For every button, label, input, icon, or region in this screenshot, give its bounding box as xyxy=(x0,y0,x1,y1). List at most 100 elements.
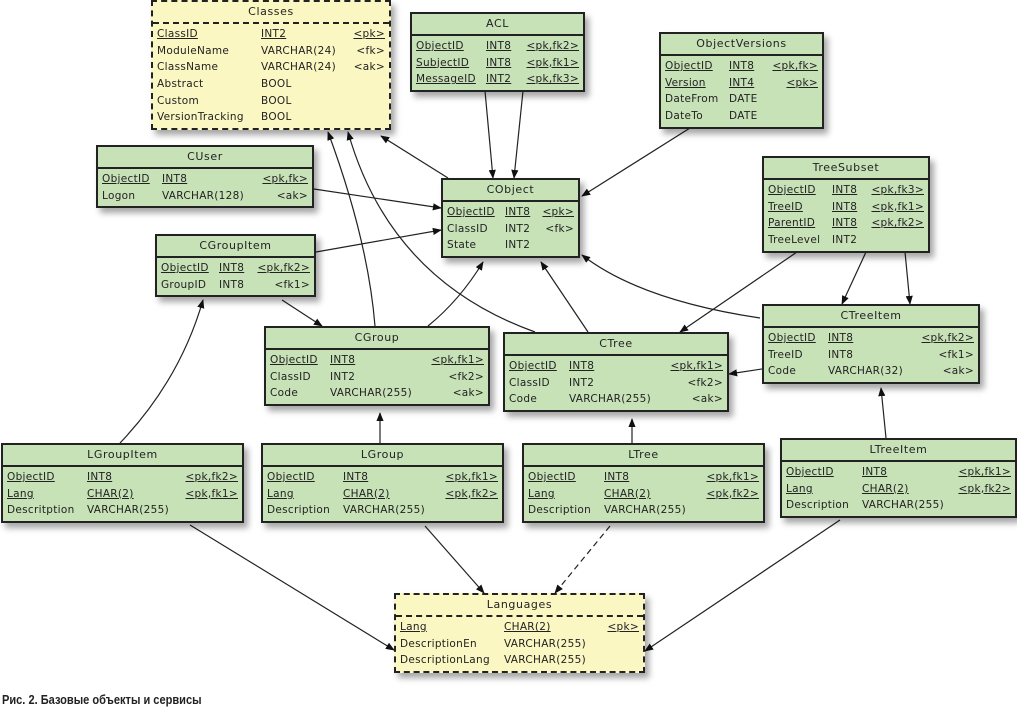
column-key: <pk,fk2> xyxy=(445,487,498,500)
relationship-ctree-to-classes xyxy=(346,131,536,333)
column-name: SubjectID xyxy=(416,56,470,69)
column-name: Descritption xyxy=(7,504,75,517)
relationship-acl-to-cobject xyxy=(511,90,524,179)
column-name: ObjectID xyxy=(665,60,713,72)
column-name: DescriptionLang xyxy=(400,654,490,667)
column-name: ClassID xyxy=(270,370,311,383)
relationship-ltree-to-ctree xyxy=(878,387,887,439)
column-name: ClassID xyxy=(447,222,488,235)
column-name: MessageID xyxy=(416,73,476,86)
column-type: INT4 xyxy=(729,76,755,89)
column-key: <ak> xyxy=(353,61,385,74)
column-name: ClassID xyxy=(157,28,198,40)
column-name: ModuleName xyxy=(157,44,230,57)
column-key: <pk,fk3> xyxy=(526,73,579,86)
column-type: INT8 xyxy=(832,217,858,230)
column-type: INT8 xyxy=(219,278,245,291)
relationship-cuser-to-cobject xyxy=(313,188,442,211)
column-key: <pk> xyxy=(353,28,385,40)
column-key: <pk,fk2> xyxy=(185,471,238,483)
column-type: VARCHAR(255) xyxy=(504,637,587,650)
column-key: <pk,fk1> xyxy=(958,466,1011,478)
column-type: DATE xyxy=(729,93,758,106)
column-type: INT2 xyxy=(330,370,356,383)
column-type: VARCHAR(255) xyxy=(862,499,945,512)
column-name: TreeID xyxy=(768,348,803,361)
column-type: INT8 xyxy=(87,471,113,483)
column-key: <pk,fk2> xyxy=(958,482,1011,495)
column-name: Lang xyxy=(400,621,427,633)
entity-title: CTree xyxy=(505,334,727,356)
relationship-treesubset-to-ctree xyxy=(679,251,798,333)
column-type: INT8 xyxy=(729,60,755,72)
column-type: INT2 xyxy=(569,376,595,389)
column-name: TreeLevel xyxy=(768,234,821,247)
column-type: BOOL xyxy=(261,111,292,124)
column-key: <pk> xyxy=(542,206,574,218)
column-type: VARCHAR(32) xyxy=(828,365,904,378)
column-type: VARCHAR(255) xyxy=(569,393,652,406)
entity-title: LGroup xyxy=(263,445,502,467)
column-name: Lang xyxy=(528,487,555,500)
entity-title: ObjectVersions xyxy=(661,34,822,56)
column-key: <pk,fk2> xyxy=(257,262,310,274)
column-name: Custom xyxy=(157,94,200,107)
relationship-cgroup-to-classes xyxy=(327,131,376,327)
column-key: <fk2> xyxy=(687,376,723,389)
column-key: <pk,fk1> xyxy=(185,487,238,500)
column-type: VARCHAR(255) xyxy=(604,504,687,517)
column-key: <pk,fk> xyxy=(772,60,818,72)
entity-title: LTree xyxy=(524,445,763,467)
column-type: VARCHAR(255) xyxy=(87,504,170,517)
relationship-ctreeitem-to-ctree xyxy=(119,299,205,444)
column-key: <fk> xyxy=(545,222,574,235)
entity-title: LGroupItem xyxy=(3,445,242,467)
column-row: ObjectID INT8 <pk,fk> xyxy=(665,58,818,75)
relationship-ltree-to-languages xyxy=(644,519,841,652)
column-name: ObjectID xyxy=(768,332,816,344)
column-key: <ak> xyxy=(691,393,723,406)
column-name: DateTo xyxy=(665,110,703,123)
column-name: Lang xyxy=(7,487,34,500)
column-type: INT2 xyxy=(505,239,531,252)
column-key: <pk,fk2> xyxy=(921,332,974,344)
entity-title: Languages xyxy=(396,595,643,617)
